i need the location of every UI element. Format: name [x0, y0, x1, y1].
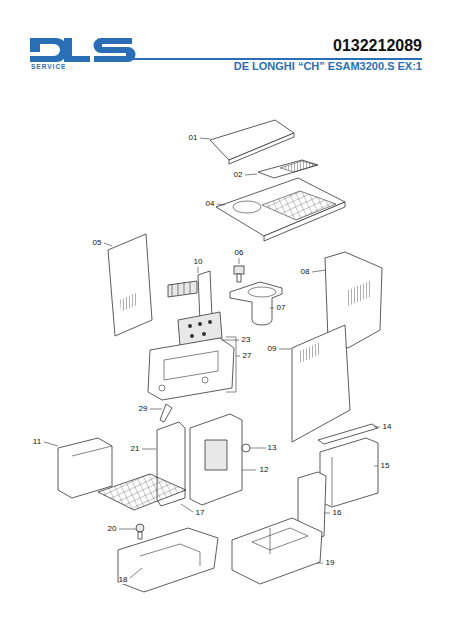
leader-lines [44, 138, 380, 578]
callout-number: 15 [381, 462, 390, 470]
model-name: DE LONGHI “CH” ESAM3200.S EX:1 [234, 61, 422, 72]
part-number-title: 0132212089 [333, 38, 422, 54]
logo-text: SERVICE [31, 64, 66, 71]
logo [30, 38, 422, 62]
callout-number: 04 [206, 200, 215, 208]
callout-number: 18 [119, 576, 128, 584]
callout-number: 10 [194, 258, 203, 266]
callout-number: 21 [131, 445, 140, 453]
callout-number: 27 [243, 352, 252, 360]
callout-number: 08 [301, 268, 310, 276]
callout-number: 29 [139, 405, 148, 413]
callout-number: 05 [93, 239, 102, 247]
callout-number: 17 [196, 509, 205, 517]
callout-number: 12 [260, 466, 269, 474]
callout-number: 13 [268, 444, 277, 452]
callout-number: 16 [333, 509, 342, 517]
callout-number: 01 [189, 134, 198, 142]
callout-number: 07 [277, 304, 286, 312]
callout-number: 02 [234, 171, 243, 179]
callout-number: 14 [383, 423, 392, 431]
callout-number: 20 [108, 525, 117, 533]
callout-number: 23 [242, 336, 251, 344]
callout-number: 09 [268, 345, 277, 353]
callout-number: 11 [33, 438, 41, 446]
callout-number: 19 [326, 559, 335, 567]
callout-number: 06 [235, 249, 244, 257]
